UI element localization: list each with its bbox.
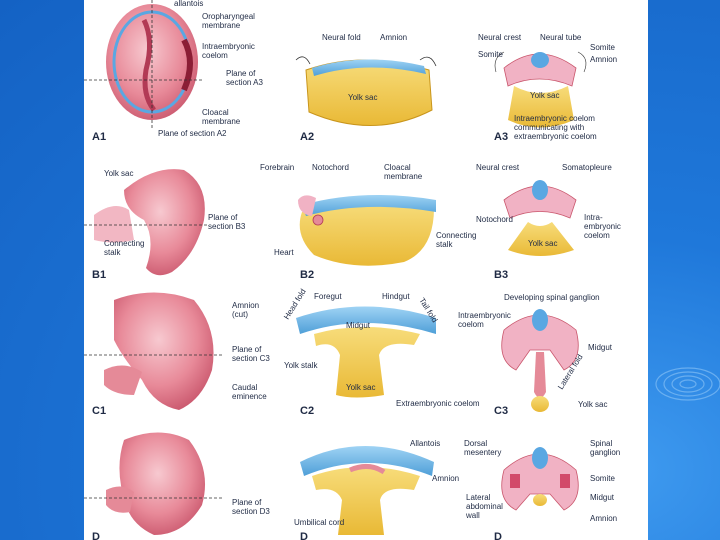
label-yolk-sac-b1: Yolk sac <box>104 169 134 178</box>
label-lateral-abd-b: abdominal <box>466 502 503 511</box>
label-plane-d3-a: Plane of <box>232 498 262 507</box>
label-intra-b3-a: Intra- <box>584 213 603 222</box>
label-allantois-top: allantois <box>174 0 203 8</box>
label-amnion-d3: Amnion <box>590 514 617 523</box>
figure-panel: allantois Oropharyngeal membrane Intraem… <box>84 0 648 540</box>
label-extraemb-c2: Extraembryonic coelom <box>396 399 480 408</box>
panel-d3-drawing <box>502 447 579 510</box>
label-intra-comm-a: Intraembryonic coelom <box>514 114 595 123</box>
label-amnion-cut-b: (cut) <box>232 310 248 319</box>
label-yolk-stalk: Yolk stalk <box>284 361 319 370</box>
label-spinal-a: Spinal <box>590 439 612 448</box>
label-amnion-cut-a: Amnion <box>232 301 259 310</box>
label-notochord-b3: Notochord <box>476 215 513 224</box>
label-allantois-d2: Allantois <box>410 439 440 448</box>
embryo-folding-diagram: allantois Oropharyngeal membrane Intraem… <box>84 0 648 540</box>
label-plane-a3-a: Plane of <box>226 69 256 78</box>
panel-label-d1: D <box>92 531 100 540</box>
label-somite-a3b: Somite <box>590 43 615 52</box>
label-plane-a2: Plane of section A2 <box>158 129 227 138</box>
label-cloacal-a: Cloacal <box>202 108 229 117</box>
label-yolk-sac-a3: Yolk sac <box>530 91 560 100</box>
label-umbilical: Umbilical cord <box>294 518 344 527</box>
panel-label-a1: A1 <box>92 131 106 143</box>
label-intra-c3-b: coelom <box>458 320 484 329</box>
label-midgut-c3: Midgut <box>588 343 613 352</box>
label-amnion-a2: Amnion <box>380 33 407 42</box>
label-plane-c3-a: Plane of <box>232 345 262 354</box>
label-caudal-a: Caudal <box>232 383 258 392</box>
label-midgut-c2: Midgut <box>346 321 371 330</box>
label-notochord-b2: Notochord <box>312 163 349 172</box>
label-intraembryonic-b: coelom <box>202 51 228 60</box>
label-connecting-b1-b: stalk <box>104 248 121 257</box>
panel-label-a3: A3 <box>494 131 508 143</box>
panel-a2-drawing <box>296 57 436 126</box>
label-intra-comm-b: communicating with <box>514 123 584 132</box>
decorative-ripple <box>650 0 720 540</box>
label-neural-tube-a3: Neural tube <box>540 33 582 42</box>
label-neural-crest-b3: Neural crest <box>476 163 520 172</box>
panel-label-c3: C3 <box>494 405 508 417</box>
label-spinal-b: ganglion <box>590 448 620 457</box>
label-oropharyngeal-a: Oropharyngeal <box>202 12 255 21</box>
label-neural-crest-a3: Neural crest <box>478 33 522 42</box>
label-intra-c3-a: Intraembryonic <box>458 311 511 320</box>
label-plane-b3-a: Plane of <box>208 213 238 222</box>
label-cloacal-b: membrane <box>202 117 241 126</box>
label-cloacal-b2-a: Cloacal <box>384 163 411 172</box>
label-midgut-d3: Midgut <box>590 493 615 502</box>
label-lateral-abd-a: Lateral <box>466 493 491 502</box>
label-somite-a3a: Somite <box>478 50 503 59</box>
panel-label-d2: D <box>300 531 308 540</box>
label-neural-fold: Neural fold <box>322 33 361 42</box>
panel-b2-drawing <box>298 195 436 266</box>
label-amnion-a3: Amnion <box>590 55 617 64</box>
panel-a1-drawing <box>84 0 204 128</box>
label-plane-c3-b: section C3 <box>232 354 270 363</box>
panel-b1-drawing <box>84 169 209 275</box>
label-connecting-b1-a: Connecting <box>104 239 144 248</box>
label-yolk-sac-c2: Yolk sac <box>346 383 376 392</box>
label-cloacal-b2-b: membrane <box>384 172 423 181</box>
panel-label-b3: B3 <box>494 269 508 281</box>
label-heart: Heart <box>274 248 294 257</box>
label-yolk-sac-b3: Yolk sac <box>528 239 558 248</box>
panel-d1-drawing <box>84 433 224 536</box>
label-intra-comm-c: extraembryonic coelom <box>514 132 597 141</box>
panel-label-a2: A2 <box>300 131 314 143</box>
panel-label-d3: D <box>494 531 502 540</box>
label-lateral-abd-c: wall <box>465 511 480 520</box>
label-foregut: Foregut <box>314 292 342 301</box>
label-oropharyngeal-b: membrane <box>202 21 241 30</box>
panel-label-b2: B2 <box>300 269 314 281</box>
panel-label-c2: C2 <box>300 405 314 417</box>
label-dorsal-b: mesentery <box>464 448 501 457</box>
label-intra-b3-b: embryonic <box>584 222 621 231</box>
label-dorsal-a: Dorsal <box>464 439 487 448</box>
label-somatopleure: Somatopleure <box>562 163 612 172</box>
label-intra-b3-c: coelom <box>584 231 610 240</box>
label-plane-d3-b: section D3 <box>232 507 270 516</box>
panel-c1-drawing <box>84 293 224 411</box>
label-somite-d3: Somite <box>590 474 615 483</box>
label-forebrain: Forebrain <box>260 163 294 172</box>
label-connecting-b2-b: stalk <box>436 240 453 249</box>
label-dev-spinal: Developing spinal ganglion <box>504 293 600 302</box>
panel-c3-drawing <box>502 309 579 412</box>
label-caudal-b: eminence <box>232 392 267 401</box>
label-hindgut: Hindgut <box>382 292 410 301</box>
label-yolk-sac-a2: Yolk sac <box>348 93 378 102</box>
label-amnion-d2: Amnion <box>432 474 459 483</box>
panel-label-c1: C1 <box>92 405 106 417</box>
label-plane-a3-b: section A3 <box>226 78 263 87</box>
label-plane-b3-b: section B3 <box>208 222 246 231</box>
panel-label-b1: B1 <box>92 269 106 281</box>
label-yolk-sac-c3: Yolk sac <box>578 400 608 409</box>
label-intraembryonic-a: Intraembryonic <box>202 42 255 51</box>
label-connecting-b2-a: Connecting <box>436 231 476 240</box>
